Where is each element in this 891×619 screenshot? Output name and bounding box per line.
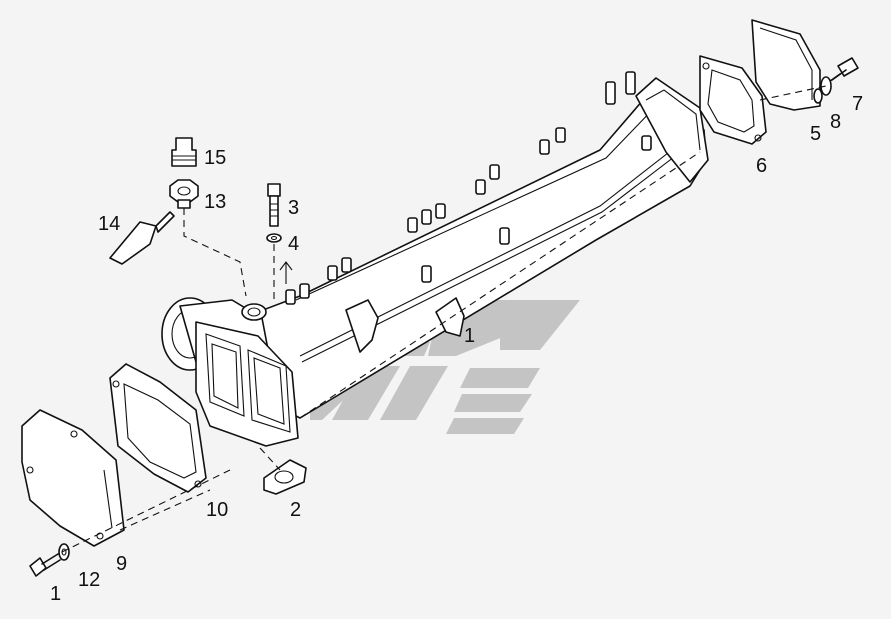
callout-9: 9	[116, 553, 127, 575]
end-cover	[751, 19, 821, 111]
spacer-5	[813, 88, 823, 104]
sensor-15	[171, 137, 197, 167]
callout-1-manifold: 1	[464, 325, 475, 347]
callout-4: 4	[288, 233, 299, 255]
callout-14: 14	[98, 213, 120, 235]
sealant-tube-14	[109, 211, 175, 265]
callout-15: 15	[204, 147, 226, 169]
callout-12: 12	[78, 569, 100, 591]
bolt-1	[29, 553, 61, 577]
callout-13: 13	[204, 191, 226, 213]
bolt-3	[267, 183, 281, 227]
washer-8	[820, 76, 832, 96]
callout-2: 2	[290, 499, 301, 521]
assembly-lines	[61, 85, 827, 553]
manifold-studs	[285, 71, 652, 305]
callout-1-bolt: 1	[50, 583, 61, 605]
callout-7: 7	[852, 93, 863, 115]
gasket-10	[109, 363, 207, 493]
callout-8: 8	[830, 111, 841, 133]
callout-labels: 15 13 14 3 4 1 6 5 8 7 10 2 9 12 1	[50, 93, 863, 605]
callout-6: 6	[756, 155, 767, 177]
washer-12	[58, 543, 70, 561]
callout-10: 10	[206, 499, 228, 521]
callout-5: 5	[810, 123, 821, 145]
exhaust-manifold	[161, 71, 709, 447]
gasket-6	[699, 55, 767, 145]
bolt-7	[825, 57, 859, 85]
callout-3: 3	[288, 197, 299, 219]
front-cover-9	[21, 409, 125, 547]
gasket-2	[263, 459, 307, 495]
washer-4	[266, 233, 282, 243]
nut-13	[169, 179, 199, 209]
